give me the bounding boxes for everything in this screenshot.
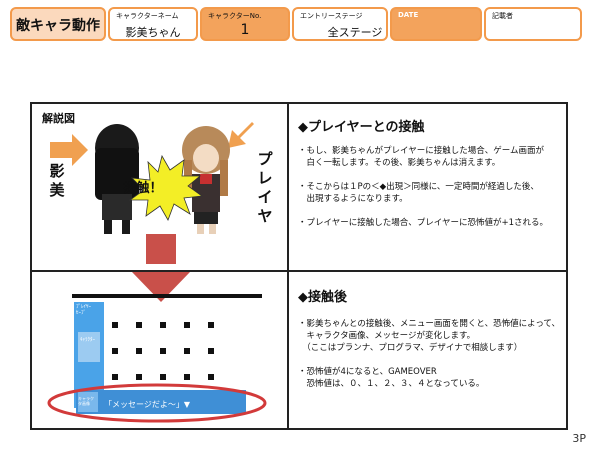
section2-line-4: ・恐怖値が4になると、GAMEOVER <box>298 367 437 377</box>
contact-diagram <box>50 122 254 264</box>
orange-arrow-left <box>50 134 88 166</box>
message-text: 「メッセージだよ～」▼ <box>104 400 190 409</box>
entry-stage-label: エントリーステージ <box>300 12 363 20</box>
section2-line-5: 恐怖値は、０、１、２、３、４となっている。 <box>298 379 485 389</box>
section2-line-2: キャラクタ画像、メッセージが変化します。 <box>298 331 476 341</box>
character-no-value: 1 <box>240 22 250 38</box>
message-bar <box>76 390 246 414</box>
red-arrow-head <box>132 272 190 302</box>
section2-line-3: （ここはプランナ、プログラマ、デザイナで相談します） <box>298 343 523 353</box>
highlight-ellipse <box>47 383 267 423</box>
author-box: 記載者 <box>484 7 582 41</box>
character-name-label: キャラクターネーム <box>116 12 179 20</box>
section2-line-1: ・影美ちゃんとの接触後、メニュー画面を開くと、恐怖値によって、 <box>298 319 560 329</box>
doc-title: 敵キャラ動作 <box>16 18 100 34</box>
character-name-box: キャラクターネーム 影美ちゃん <box>108 7 198 41</box>
diagram-title: 解説図 <box>42 112 75 125</box>
doc-title-box: 敵キャラ動作 <box>10 7 106 41</box>
contact-burst-text: 接触！ <box>123 181 163 196</box>
character-name-value: 影美ちゃん <box>125 26 181 39</box>
orange-arrow-right <box>228 122 254 148</box>
section2-heading: ◆接触後 <box>298 290 347 305</box>
entry-stage-value: 全ステージ <box>327 26 383 39</box>
page-number: 3P <box>572 432 586 445</box>
date-box: DATE <box>390 7 482 41</box>
menu-screen-mock <box>47 272 267 423</box>
author-label: 記載者 <box>492 12 513 20</box>
section1-line-4: 出現するようになります。 <box>298 194 408 204</box>
kagemi-label: 影美 <box>49 162 65 199</box>
desk-grid <box>112 322 214 380</box>
section1-line-1: ・もし、影美ちゃんがプレイヤーに接触した場合、ゲーム画面が <box>298 146 544 156</box>
content-table <box>30 102 568 430</box>
table-divider-vertical <box>287 102 289 430</box>
table-divider-horizontal <box>30 270 568 272</box>
entry-stage-box: エントリーステージ 全ステージ <box>292 7 388 41</box>
red-arrow-down <box>146 234 176 264</box>
menu-sidebar-text-2: ｷｬﾗｸﾀｰ <box>80 337 96 343</box>
kagemi-sprite <box>95 124 139 234</box>
character-no-label: キャラクターNo. <box>208 12 262 20</box>
date-label: DATE <box>398 11 419 19</box>
section1-line-3: ・そこからは１Pの＜◆出現＞同様に、一定時間が経過した後、 <box>298 182 539 192</box>
section1-line-5: ・プレイヤーに接触した場合、プレイヤーに恐怖値が+1される。 <box>298 218 549 228</box>
character-no-box: キャラクターNo. 1 <box>200 7 290 41</box>
section1-line-2: 白く一転します。その後、影美ちゃんは消えます。 <box>298 158 501 168</box>
player-label: プレイヤ <box>257 150 273 225</box>
section1-heading: ◆プレイヤーとの接触 <box>298 120 425 135</box>
menu-sidebar-text: ﾌﾟﾚｲﾔｰ ｾｰﾌﾞ <box>76 304 92 316</box>
message-char-label: キャラクタ画像 <box>78 396 94 406</box>
contact-burst <box>128 154 204 221</box>
